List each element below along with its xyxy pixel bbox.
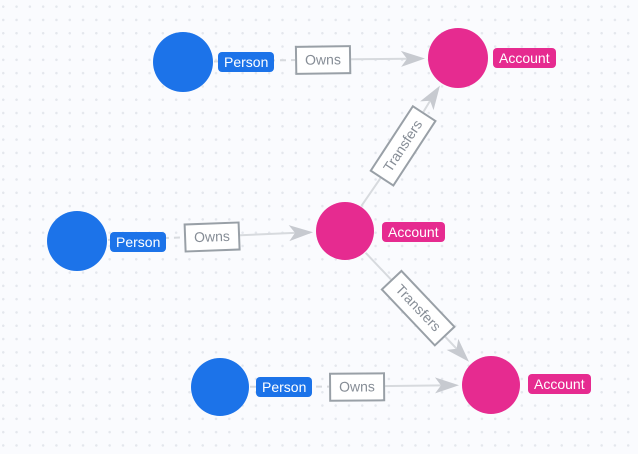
node-account-bottom[interactable]	[462, 356, 520, 414]
node-caption-person-top[interactable]: Person	[218, 52, 275, 72]
edge-arrowhead	[434, 377, 460, 394]
edge-arrowhead	[400, 50, 426, 67]
node-account-middle[interactable]	[316, 202, 374, 260]
edge-arrowhead	[446, 338, 469, 362]
node-account-top[interactable]	[428, 28, 488, 88]
node-person-bottom[interactable]	[191, 358, 249, 416]
node-caption-person-bottom[interactable]: Person	[256, 377, 313, 397]
node-caption-account-middle[interactable]: Account	[382, 222, 445, 242]
node-caption-account-bottom[interactable]: Account	[528, 374, 591, 394]
node-caption-account-top[interactable]: Account	[493, 48, 556, 68]
node-person-middle[interactable]	[47, 211, 107, 271]
edge-arrowhead	[420, 85, 440, 111]
node-caption-person-middle[interactable]: Person	[110, 232, 167, 252]
edge-arrowhead	[288, 225, 314, 242]
node-person-top[interactable]	[153, 32, 213, 92]
